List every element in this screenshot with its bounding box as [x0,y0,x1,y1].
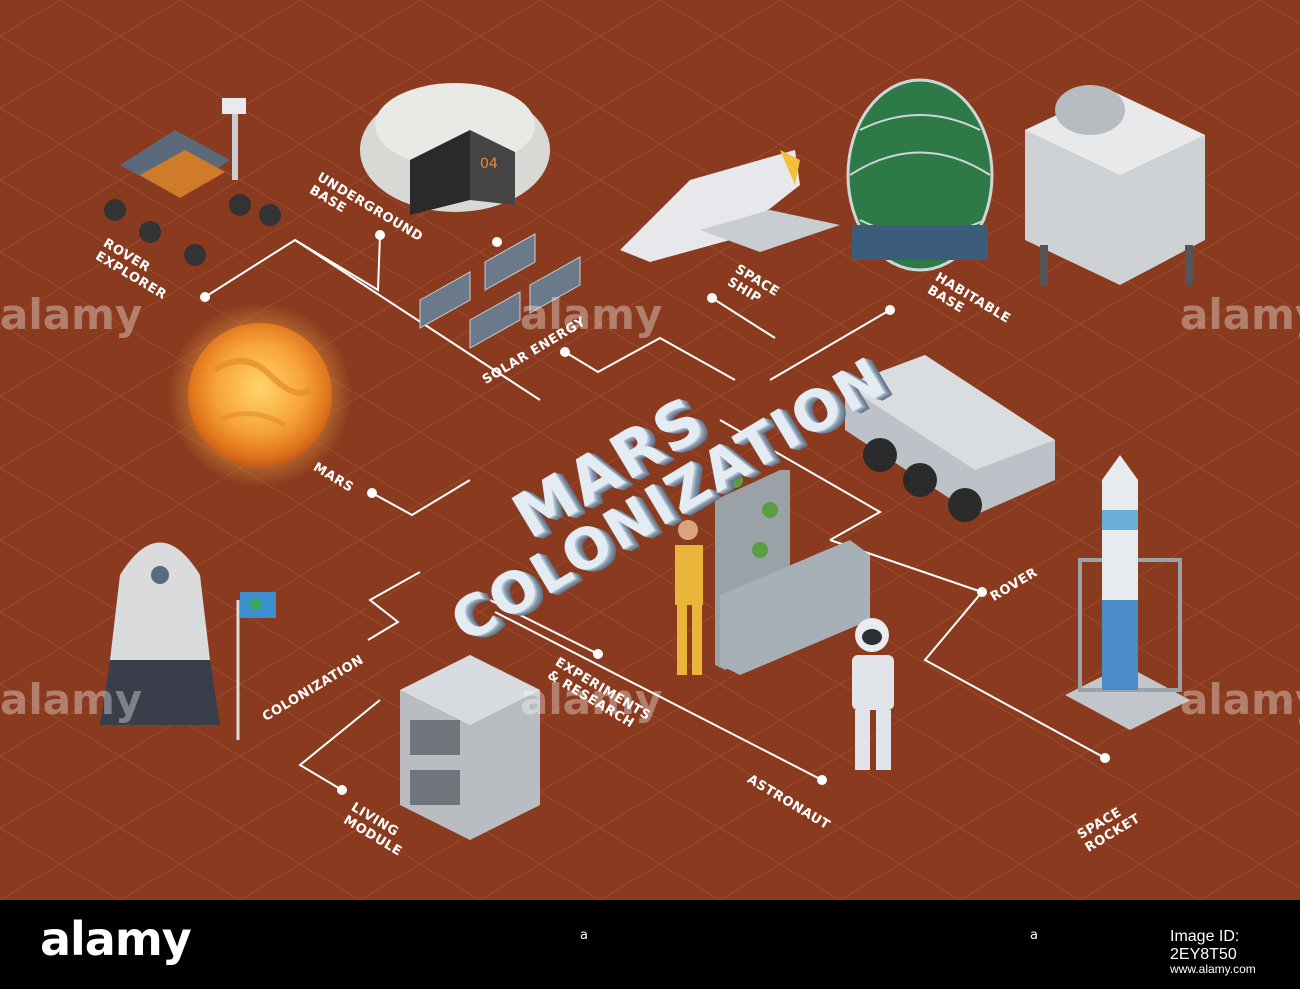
living-module-icon [400,655,540,840]
watermark-overlay-left-low: alamy [0,675,143,724]
connector-lines [204,234,1106,791]
image-id-value: 2EY8T50 [1170,946,1237,963]
alamy-logo: alamy [40,912,192,966]
watermark-url: www.alamy.com [1170,962,1256,976]
underground-base-icon: 04 [360,83,550,215]
image-id-prefix: Image ID: [1170,928,1240,945]
astronaut-icon [852,618,894,770]
watermark-overlay-right: alamy [1180,290,1300,339]
capsule-lander-icon [100,542,276,740]
watermark-side-glyph: a [580,928,588,943]
base-number: 04 [480,156,498,172]
space-rocket-icon [1065,455,1190,730]
rover-vehicle-icon [845,355,1055,522]
scientist-icon [675,520,703,675]
watermark-overlay-center-low: alamy [520,675,663,724]
watermark-overlay-right-low: alamy [1180,675,1300,724]
mars-planet-icon [168,303,352,487]
image-id: Image ID: 2EY8T50 [1170,928,1300,964]
solar-panel-icon [419,233,581,349]
watermark-side-glyph-2: a [1030,928,1038,943]
watermark-overlay-center: alamy [520,290,663,339]
habitable-base-icon [1025,85,1205,285]
isometric-grid: 04 [0,0,1300,900]
connector-dots [200,230,1110,795]
research-station-icon [715,470,870,675]
space-ship-icon [620,150,840,262]
watermark-footer [0,900,1300,989]
rover-explorer-icon [104,98,281,266]
watermark-overlay-left: alamy [0,290,143,339]
infographic-canvas: 04 [0,0,1300,900]
greenhouse-dome-icon [846,78,994,272]
